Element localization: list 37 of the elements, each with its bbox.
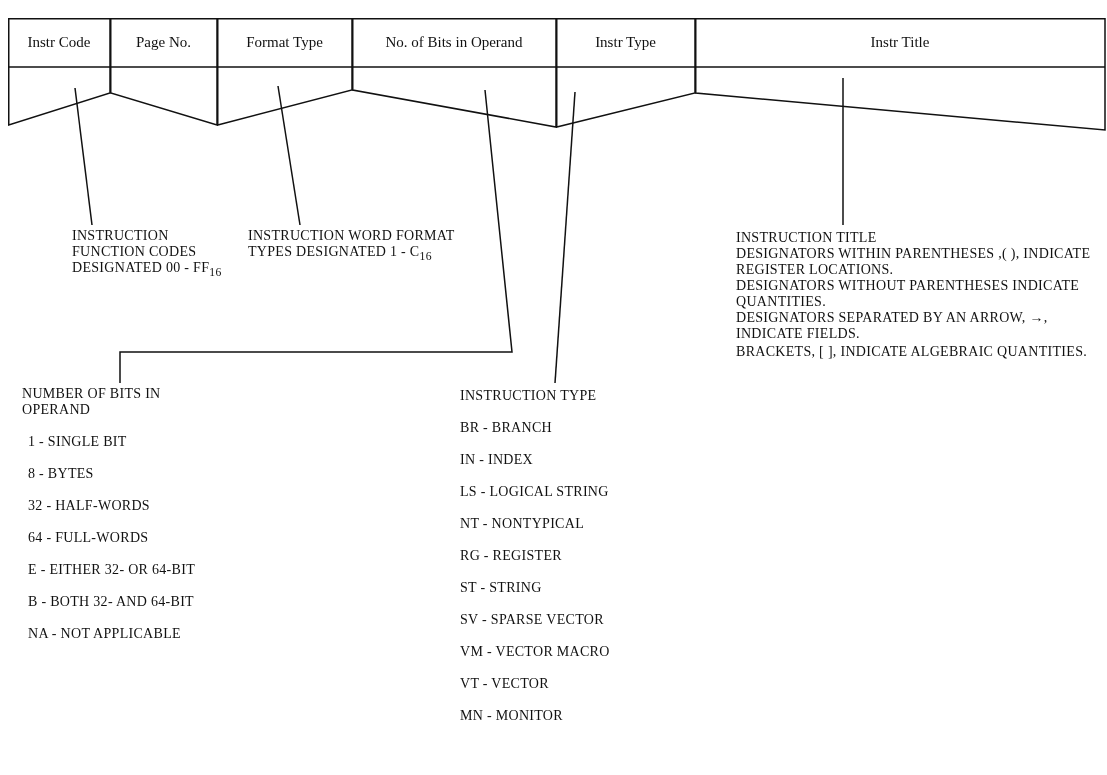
list-item: NA - NOT APPLICABLE [28,626,181,642]
list-item: VT - VECTOR [460,676,549,692]
list-item: NT - NONTYPICAL [460,516,584,532]
list-item: MN - MONITOR [460,708,563,724]
list-item: 8 - BYTES [28,466,94,482]
note-text: BRACKETS, [ ], INDICATE ALGEBRAIC QUANTITIES. [736,344,1088,360]
note-heading: INSTRUCTION TITLE [736,230,877,246]
annotation-text: INSTRUCTION FUNCTION CODES DESIGNATED 00 - FF$_{16}$ [72,228,222,281]
list-item: SV - SPARSE VECTOR [460,612,604,628]
list-item: 32 - HALF-WORDS [28,498,150,514]
column-header: Instr Type [595,34,656,51]
note-text: DESIGNATORS WITHOUT PARENTHESES INDICATE QUANTITIES. [736,278,1081,310]
column-header: Page No. [136,34,191,51]
list-item: E - EITHER 32- OR 64-BIT [28,562,195,578]
column-header: Instr Title [870,34,930,51]
column-header: Instr Code [27,34,91,51]
note-text: DESIGNATORS SEPARATED BY AN ARROW, →, INDICATE FIELDS. [736,310,1049,342]
leader-line [842,77,844,226]
list-item: ST - STRING [460,580,542,596]
leader-line [74,87,93,226]
leader-line [277,85,301,226]
leader-line [119,89,513,384]
column-header: Format Type [246,34,323,51]
note-text: DESIGNATORS WITHIN PARENTHESES ,( ), INDICATE REGISTER LOCATIONS. [736,246,1092,278]
list-item: 64 - FULL-WORDS [28,530,149,546]
list-item: VM - VECTOR MACRO [460,644,610,660]
leader-line [554,91,576,384]
annotation-text: INSTRUCTION WORD FORMAT TYPES DESIGNATED 1 - C$_{16}$ [248,228,456,265]
list-item: 1 - SINGLE BIT [28,434,127,450]
list-heading: INSTRUCTION TYPE [460,388,598,404]
column-header: No. of Bits in Operand [385,34,523,51]
list-item: RG - REGISTER [460,548,562,564]
list-item: B - BOTH 32- AND 64-BIT [28,594,194,610]
list-item: IN - INDEX [460,452,533,468]
list-item: BR - BRANCH [460,420,552,436]
list-heading: NUMBER OF BITS IN OPERAND [22,386,162,418]
list-item: LS - LOGICAL STRING [460,484,609,500]
